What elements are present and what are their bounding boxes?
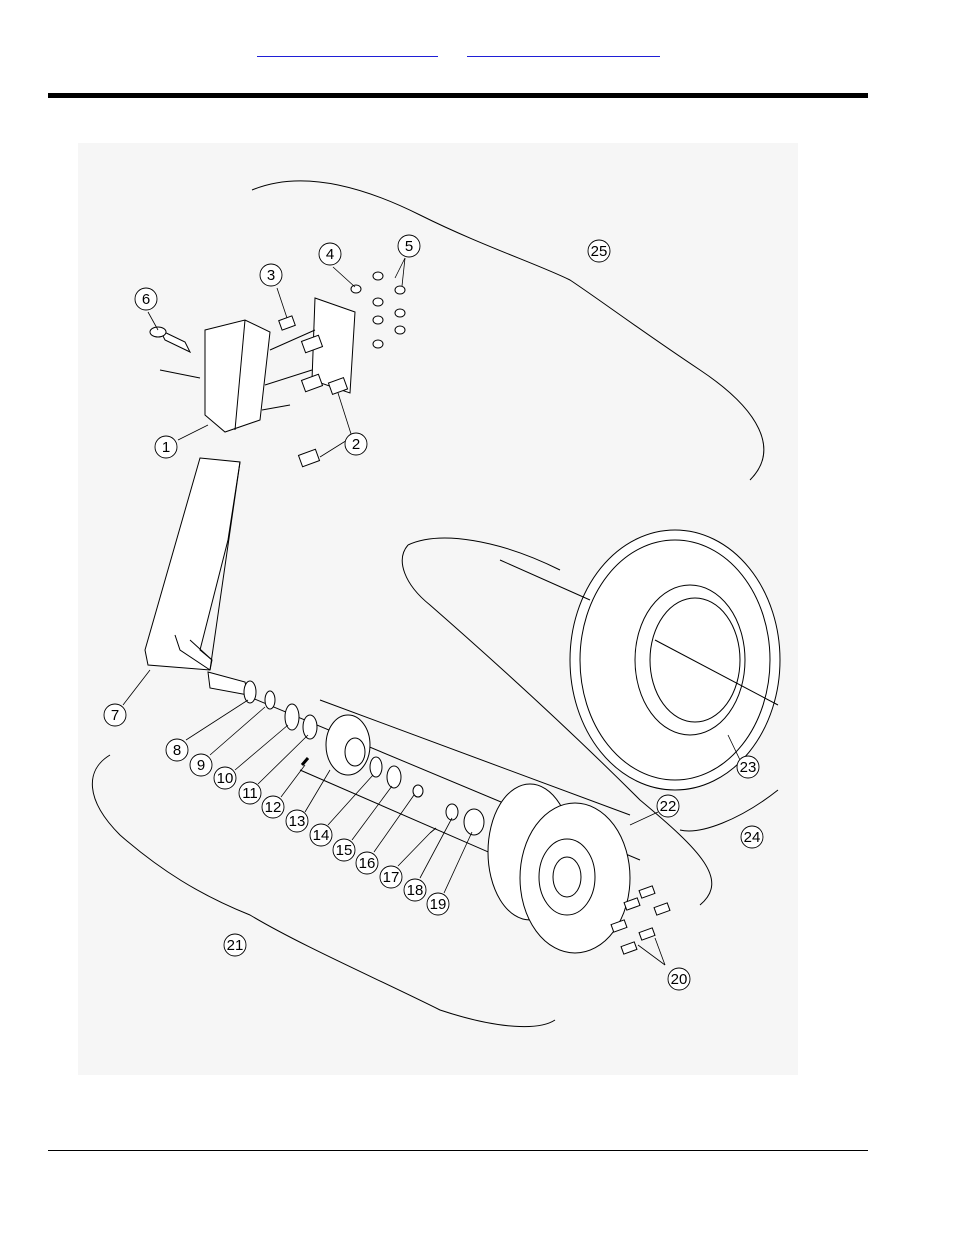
callout-21: 21 bbox=[223, 933, 247, 957]
callout-14: 14 bbox=[309, 823, 333, 847]
svg-text:19: 19 bbox=[430, 896, 447, 913]
callout-19: 19 bbox=[426, 892, 450, 916]
callout-13: 13 bbox=[285, 809, 309, 833]
callout-11: 11 bbox=[238, 781, 262, 805]
header-link-right[interactable] bbox=[467, 40, 660, 57]
callout-12: 12 bbox=[261, 795, 285, 819]
svg-text:17: 17 bbox=[383, 869, 400, 886]
svg-text:24: 24 bbox=[744, 829, 761, 846]
callout-17: 17 bbox=[379, 865, 403, 889]
svg-text:23: 23 bbox=[740, 759, 757, 776]
header-rule bbox=[48, 93, 868, 98]
svg-text:14: 14 bbox=[313, 827, 330, 844]
callout-4: 4 bbox=[318, 242, 342, 266]
svg-text:20: 20 bbox=[671, 971, 688, 988]
callout-18: 18 bbox=[403, 878, 427, 902]
callout-1: 1 bbox=[154, 435, 178, 459]
svg-text:22: 22 bbox=[660, 798, 677, 815]
callout-9: 9 bbox=[189, 753, 213, 777]
header-link-left[interactable] bbox=[257, 40, 438, 57]
callout-2: 2 bbox=[344, 432, 368, 456]
svg-text:8: 8 bbox=[173, 742, 181, 759]
svg-text:2: 2 bbox=[352, 436, 360, 453]
svg-text:4: 4 bbox=[326, 246, 334, 263]
svg-text:1: 1 bbox=[162, 439, 170, 456]
svg-text:3: 3 bbox=[267, 267, 275, 284]
svg-text:9: 9 bbox=[197, 757, 205, 774]
svg-text:15: 15 bbox=[336, 842, 353, 859]
svg-text:7: 7 bbox=[111, 707, 119, 724]
callout-22: 22 bbox=[656, 794, 680, 818]
svg-text:5: 5 bbox=[405, 238, 413, 255]
svg-text:10: 10 bbox=[217, 770, 234, 787]
svg-text:6: 6 bbox=[142, 291, 150, 308]
svg-text:21: 21 bbox=[227, 937, 244, 954]
svg-text:16: 16 bbox=[359, 855, 376, 872]
svg-text:25: 25 bbox=[591, 243, 608, 260]
callout-15: 15 bbox=[332, 838, 356, 862]
svg-text:18: 18 bbox=[407, 882, 424, 899]
callout-7: 7 bbox=[103, 703, 127, 727]
callout-23: 23 bbox=[736, 755, 760, 779]
callout-20: 20 bbox=[667, 967, 691, 991]
callout-10: 10 bbox=[213, 766, 237, 790]
svg-text:13: 13 bbox=[289, 813, 306, 830]
callout-8: 8 bbox=[165, 738, 189, 762]
callout-6: 6 bbox=[134, 287, 158, 311]
callout-5: 5 bbox=[397, 234, 421, 258]
callout-3: 3 bbox=[259, 263, 283, 287]
svg-text:11: 11 bbox=[242, 785, 258, 802]
svg-text:12: 12 bbox=[265, 799, 282, 816]
callout-24: 24 bbox=[740, 825, 764, 849]
callout-16: 16 bbox=[355, 851, 379, 875]
footer-rule bbox=[48, 1150, 868, 1151]
callout-25: 25 bbox=[587, 239, 611, 263]
